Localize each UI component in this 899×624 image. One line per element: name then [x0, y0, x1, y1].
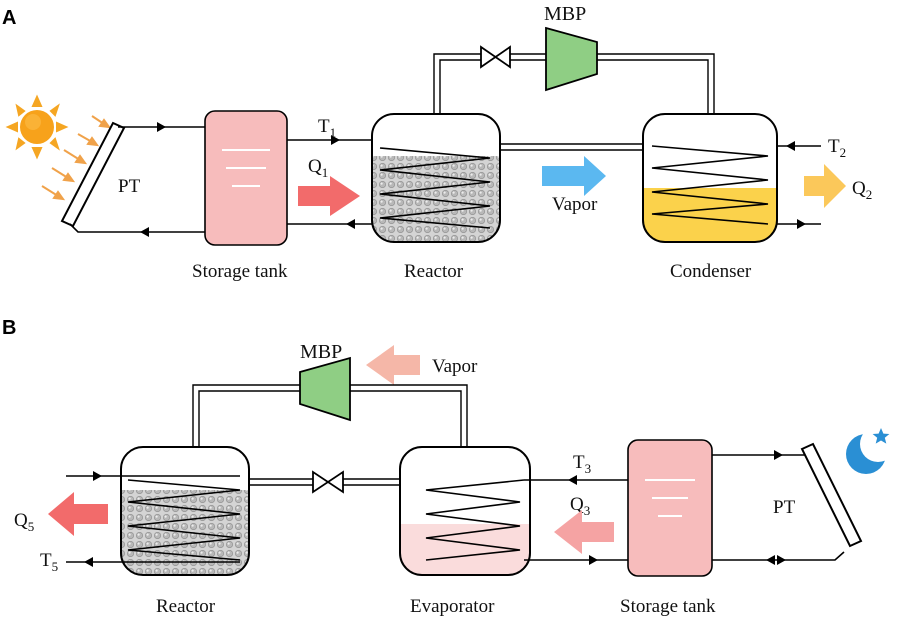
flow-arrow [786, 141, 795, 151]
panel-a-letter: A [2, 7, 16, 29]
t5-label: T5 [40, 550, 58, 574]
mbp-loop-b [192, 384, 468, 447]
flow-arrow [774, 450, 783, 460]
flow-arrow [766, 555, 775, 565]
heat-arrow-q3 [554, 510, 614, 554]
heat-arrow-q1 [298, 176, 360, 216]
piping-collector-storage-b [712, 454, 845, 561]
condenser-a [642, 113, 778, 243]
vapor-a-label: Vapor [552, 194, 598, 215]
q1-label: Q1 [308, 156, 328, 180]
moon-star-icon [846, 426, 896, 474]
storage-tank-b [627, 439, 713, 577]
flow-arrow [84, 557, 93, 567]
collector-a-label: PT [118, 176, 141, 197]
valve-icon [312, 470, 344, 494]
vapor-duct-b [249, 478, 400, 486]
heat-arrow-q2 [804, 164, 846, 208]
q5-label: Q5 [14, 510, 34, 534]
t3-label: T3 [573, 452, 591, 476]
heat-arrow-q5 [48, 492, 108, 536]
storage-tank-a [204, 110, 288, 246]
evaporator-b-label: Evaporator [410, 596, 495, 617]
reactor-a-label: Reactor [404, 261, 464, 282]
vapor-arrow-b [366, 345, 420, 385]
flow-arrow [346, 219, 355, 229]
pump-icon [545, 26, 598, 92]
mbp-loop-a [433, 53, 715, 114]
storage-tank-a-label: Storage tank [192, 261, 288, 282]
panel-b-letter: B [2, 317, 16, 339]
solar-collector-b [800, 442, 863, 548]
mbp-b-label: MBP [300, 341, 342, 363]
storage-tank-b-label: Storage tank [620, 596, 716, 617]
sun-icon [5, 94, 69, 160]
q3-label: Q3 [570, 494, 590, 518]
vapor-b-label: Vapor [432, 356, 478, 377]
q2-label: Q2 [852, 178, 872, 202]
pump-icon [299, 356, 351, 422]
flow-arrow [93, 471, 102, 481]
flow-arrow [331, 135, 340, 145]
evaporator-b [399, 446, 531, 576]
solar-rays [41, 115, 112, 201]
flow-arrow [797, 219, 806, 229]
valve-icon [480, 45, 511, 69]
reactor-b-label: Reactor [156, 596, 216, 617]
t1-label: T1 [318, 116, 336, 140]
flow-arrow [140, 227, 149, 237]
t2-label: T2 [828, 136, 846, 160]
reactor-a [371, 113, 501, 243]
condenser-a-label: Condenser [670, 261, 752, 282]
flow-arrow [157, 122, 166, 132]
flow-arrow [777, 555, 786, 565]
mbp-a-label: MBP [544, 3, 586, 25]
flow-arrow [589, 555, 598, 565]
vapor-duct-a [500, 143, 643, 151]
collector-b-label: PT [773, 497, 796, 518]
reactor-b [120, 446, 250, 576]
flow-arrow [568, 475, 577, 485]
vapor-arrow-a [542, 156, 606, 196]
